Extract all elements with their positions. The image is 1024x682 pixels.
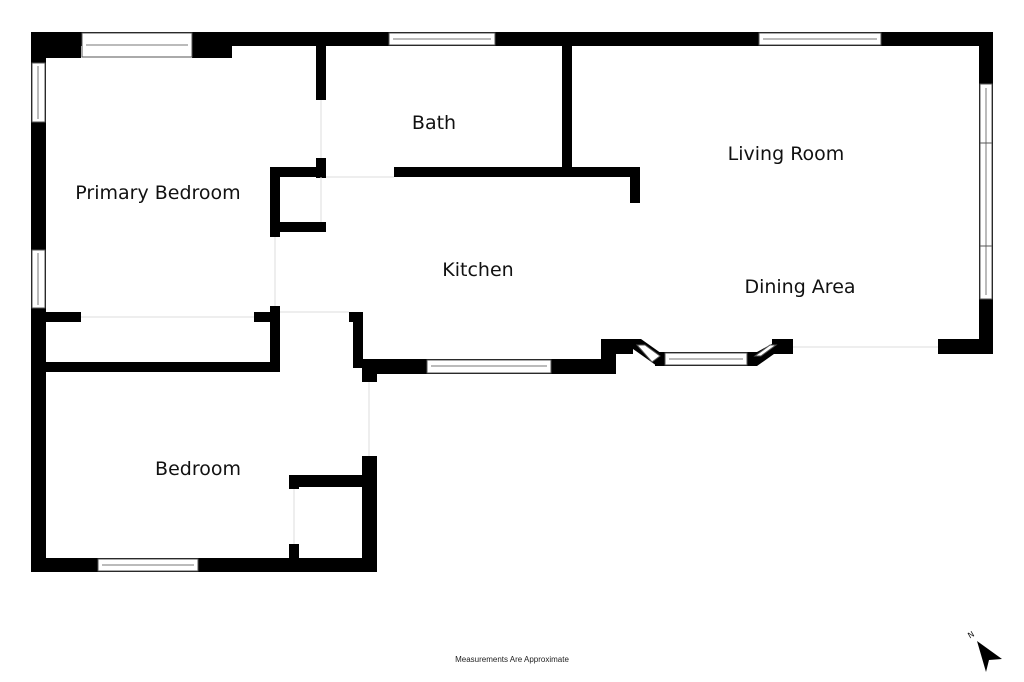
room-label-bedroom: Bedroom [155,458,241,480]
windows [31,32,993,572]
room-label-primary-bedroom: Primary Bedroom [75,182,240,204]
north-arrow-icon: N [966,630,1002,672]
room-label-bath: Bath [412,112,456,134]
room-label-living-room: Living Room [728,143,845,165]
room-label-dining-area: Dining Area [744,276,855,298]
north-label: N [966,630,976,641]
door-openings [81,100,938,544]
measurements-note: Measurements Are Approximate [455,655,569,664]
interior-walls [31,46,640,558]
room-label-kitchen: Kitchen [442,259,513,281]
